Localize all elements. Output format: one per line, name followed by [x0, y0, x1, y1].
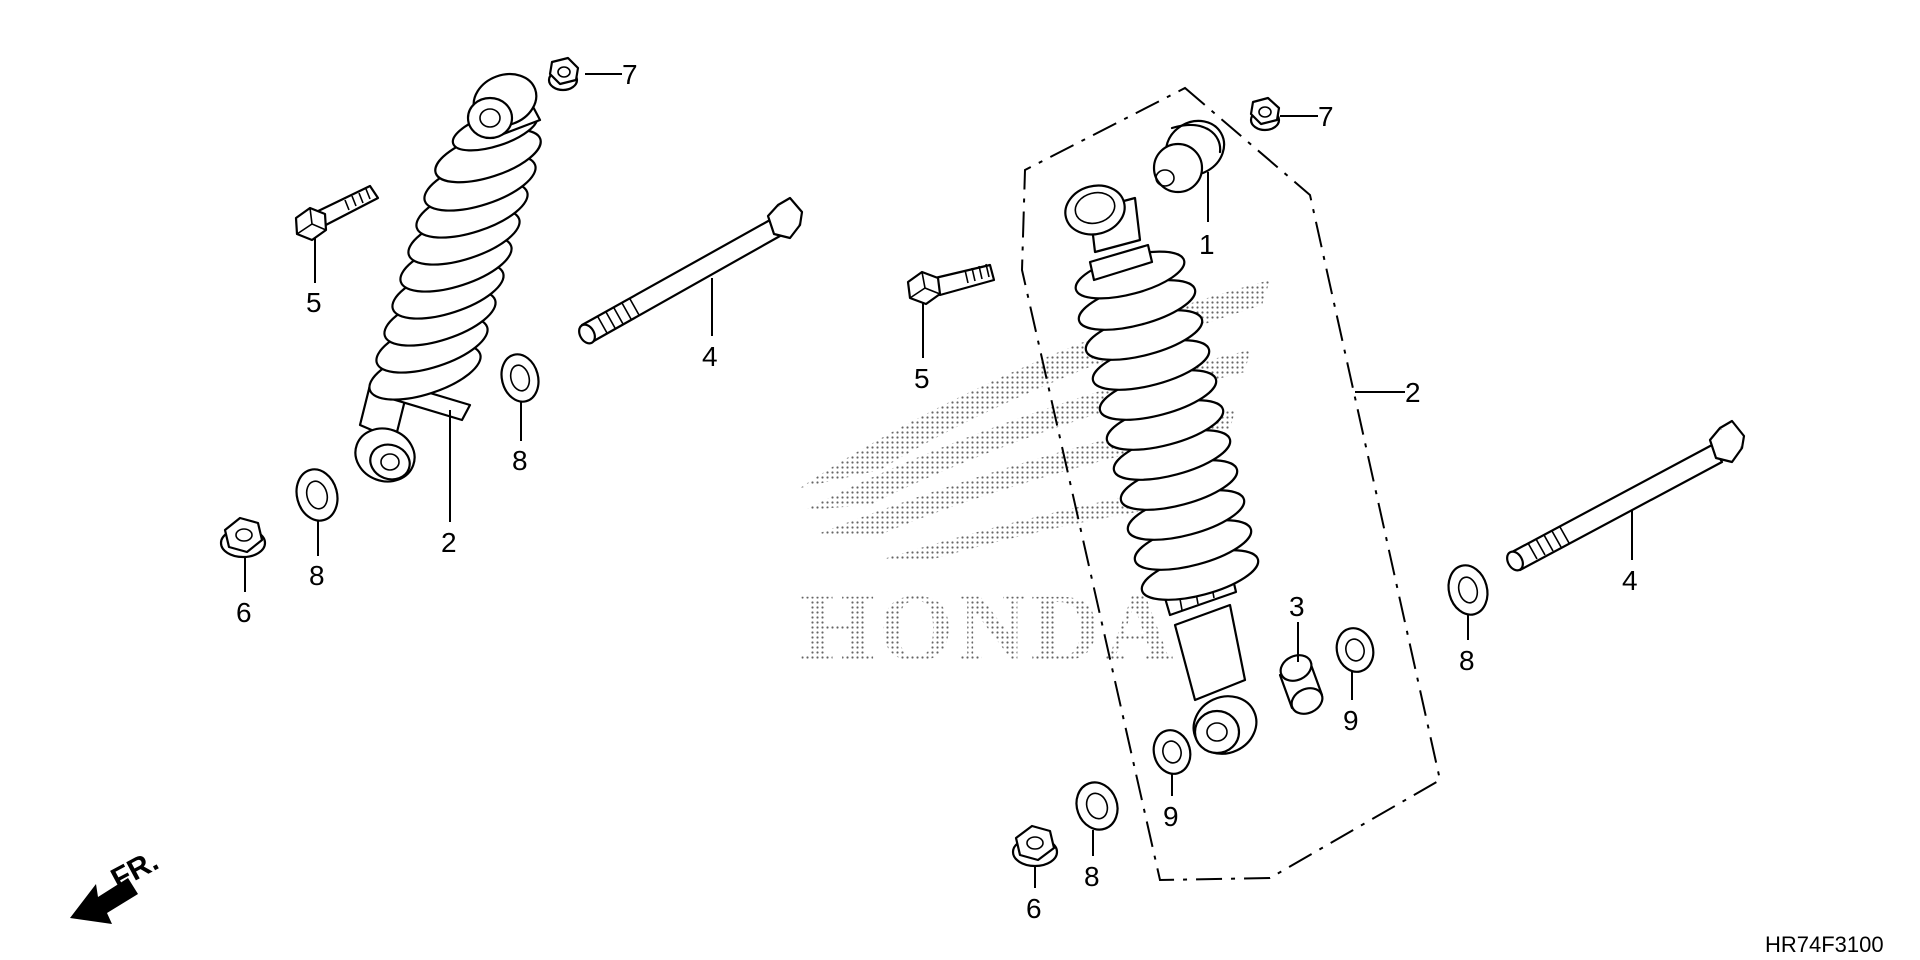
right-shock-assembly [1020, 86, 1442, 882]
front-direction-indicator: FR. [70, 844, 164, 924]
callout-4-right: 4 [1622, 565, 1638, 596]
left-shock-assembly [219, 56, 804, 559]
callout-6-right: 6 [1026, 893, 1042, 924]
left-long-bolt [578, 196, 804, 345]
callout-8-right-lower: 8 [1084, 861, 1100, 892]
right-hardware [906, 96, 1746, 868]
left-flange-nut-bottom [219, 516, 267, 559]
callout-3-right: 3 [1289, 591, 1305, 622]
callout-8-right-upper: 8 [1459, 645, 1475, 676]
callout-6-left: 6 [236, 597, 252, 628]
callout-1-right: 1 [1199, 229, 1215, 260]
front-arrow-icon [70, 878, 138, 924]
left-callouts: 7 5 4 8 2 8 6 [236, 59, 718, 628]
right-long-bolt [1506, 419, 1746, 572]
right-washer-9-upper [1335, 627, 1375, 673]
left-shock-absorber [354, 72, 542, 483]
right-washer-8-lower [1075, 781, 1119, 831]
callout-4-left: 4 [702, 341, 718, 372]
callout-8-left-lower: 8 [309, 560, 325, 591]
right-washer-8-upper [1447, 564, 1489, 616]
callout-5-left: 5 [306, 287, 322, 318]
callout-5-right: 5 [914, 363, 930, 394]
assembly-boundary [1020, 86, 1442, 882]
left-coil-spring [368, 128, 542, 401]
right-coil-spring [1074, 250, 1260, 601]
left-washer-upper [500, 353, 540, 403]
right-short-bolt [906, 263, 996, 306]
diagram-code: HR74F3100 [1765, 932, 1884, 957]
right-flange-nut-bottom [1011, 824, 1059, 868]
honda-logo-text: HONDA [800, 574, 1177, 681]
callout-2-left: 2 [441, 527, 457, 558]
callout-9-right-upper: 9 [1343, 705, 1359, 736]
callout-7-right: 7 [1318, 101, 1334, 132]
left-washer-lower [295, 468, 339, 522]
callout-7-left: 7 [622, 59, 638, 90]
right-collar [1278, 654, 1324, 715]
callout-2-right: 2 [1405, 377, 1421, 408]
callout-8-left-upper: 8 [512, 445, 528, 476]
left-short-bolt [294, 184, 380, 242]
right-rubber-bushing [1152, 119, 1226, 194]
callout-9-right-lower: 9 [1163, 801, 1179, 832]
right-washer-9-lower [1152, 729, 1192, 775]
right-callouts: 7 1 5 2 4 3 9 8 9 8 6 [914, 101, 1638, 924]
right-shock-absorber [1064, 184, 1260, 755]
left-flange-nut-top [547, 56, 580, 92]
right-flange-nut-top [1249, 96, 1281, 132]
